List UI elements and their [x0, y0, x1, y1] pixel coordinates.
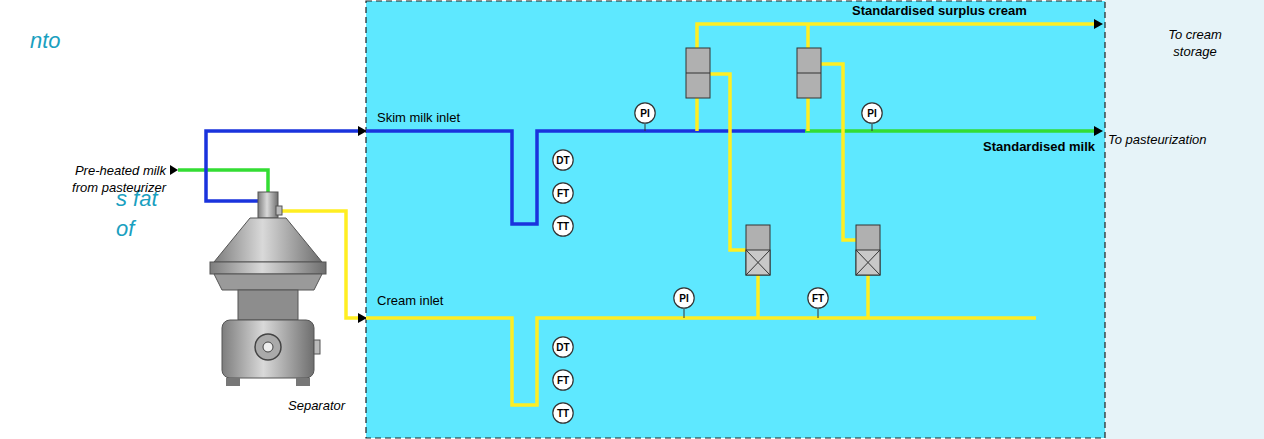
instrument-tag: FT: [552, 375, 574, 386]
arrow-head: [1094, 19, 1103, 29]
pipe-label: Standardised surplus cream: [852, 3, 1092, 19]
skim-pipe: [366, 131, 805, 224]
cream-pipe: [695, 96, 699, 131]
arrow-head: [1094, 126, 1103, 136]
cut-off-text: nto: [30, 28, 110, 54]
cut-off-text: of: [116, 216, 156, 242]
instrument-tag: PI: [861, 108, 883, 119]
instrument-circle: DT: [552, 336, 574, 358]
cream-pipe: [366, 318, 1036, 405]
instrument-tap: [645, 124, 872, 318]
cream-pipe: [806, 96, 810, 131]
instrument-circle: FT: [552, 369, 574, 391]
instrument-tag: PI: [673, 293, 695, 304]
instrument-tag: FT: [552, 188, 574, 199]
standardisation-unit: [366, 1, 1105, 438]
instrument-circle: PI: [861, 102, 883, 124]
instrument-tag: DT: [552, 155, 574, 166]
control-valve: [686, 48, 880, 275]
instrument-circle: DT: [552, 149, 574, 171]
pipe-label: Skim milk inlet: [377, 110, 507, 126]
milk-inlet-pipe: [178, 170, 268, 192]
outlet-label: To cream storage: [1155, 26, 1235, 60]
pipe-label: Standardised milk: [880, 139, 1095, 155]
standardised-milk-pipe: [805, 129, 1094, 133]
outlet-label: To pasteurization: [1108, 132, 1260, 148]
instrument-circle: PI: [634, 102, 656, 124]
cream-pipe: [756, 274, 760, 318]
cream-pipe: [820, 64, 856, 240]
instrument-circle: TT: [552, 402, 574, 424]
separator-symbol: [210, 192, 326, 386]
surplus-cream-pipe: [697, 24, 1094, 50]
pipe-label: Cream inlet: [377, 293, 487, 309]
arrow-head: [170, 165, 178, 175]
instrument-tag: DT: [552, 342, 574, 353]
equipment-label: Separator: [288, 398, 368, 414]
instrument-circle: FT: [807, 287, 829, 309]
instrument-tag: TT: [552, 221, 574, 232]
skim-pipe: [206, 131, 358, 201]
surplus-cream-pipe: [806, 24, 810, 50]
instrument-tag: TT: [552, 408, 574, 419]
cream-pipe: [709, 74, 746, 250]
instrument-circle: FT: [552, 182, 574, 204]
instrument-tag: FT: [807, 293, 829, 304]
outlet-panel: [1105, 0, 1264, 439]
instrument-circle: PI: [673, 287, 695, 309]
arrow-head: [358, 313, 367, 323]
instrument-tag: PI: [634, 108, 656, 119]
cream-pipe: [866, 274, 870, 318]
instrument-circle: TT: [552, 215, 574, 237]
arrow-head: [358, 126, 367, 136]
inlet-label: Pre-heated milk from pasteurizer: [52, 162, 166, 196]
